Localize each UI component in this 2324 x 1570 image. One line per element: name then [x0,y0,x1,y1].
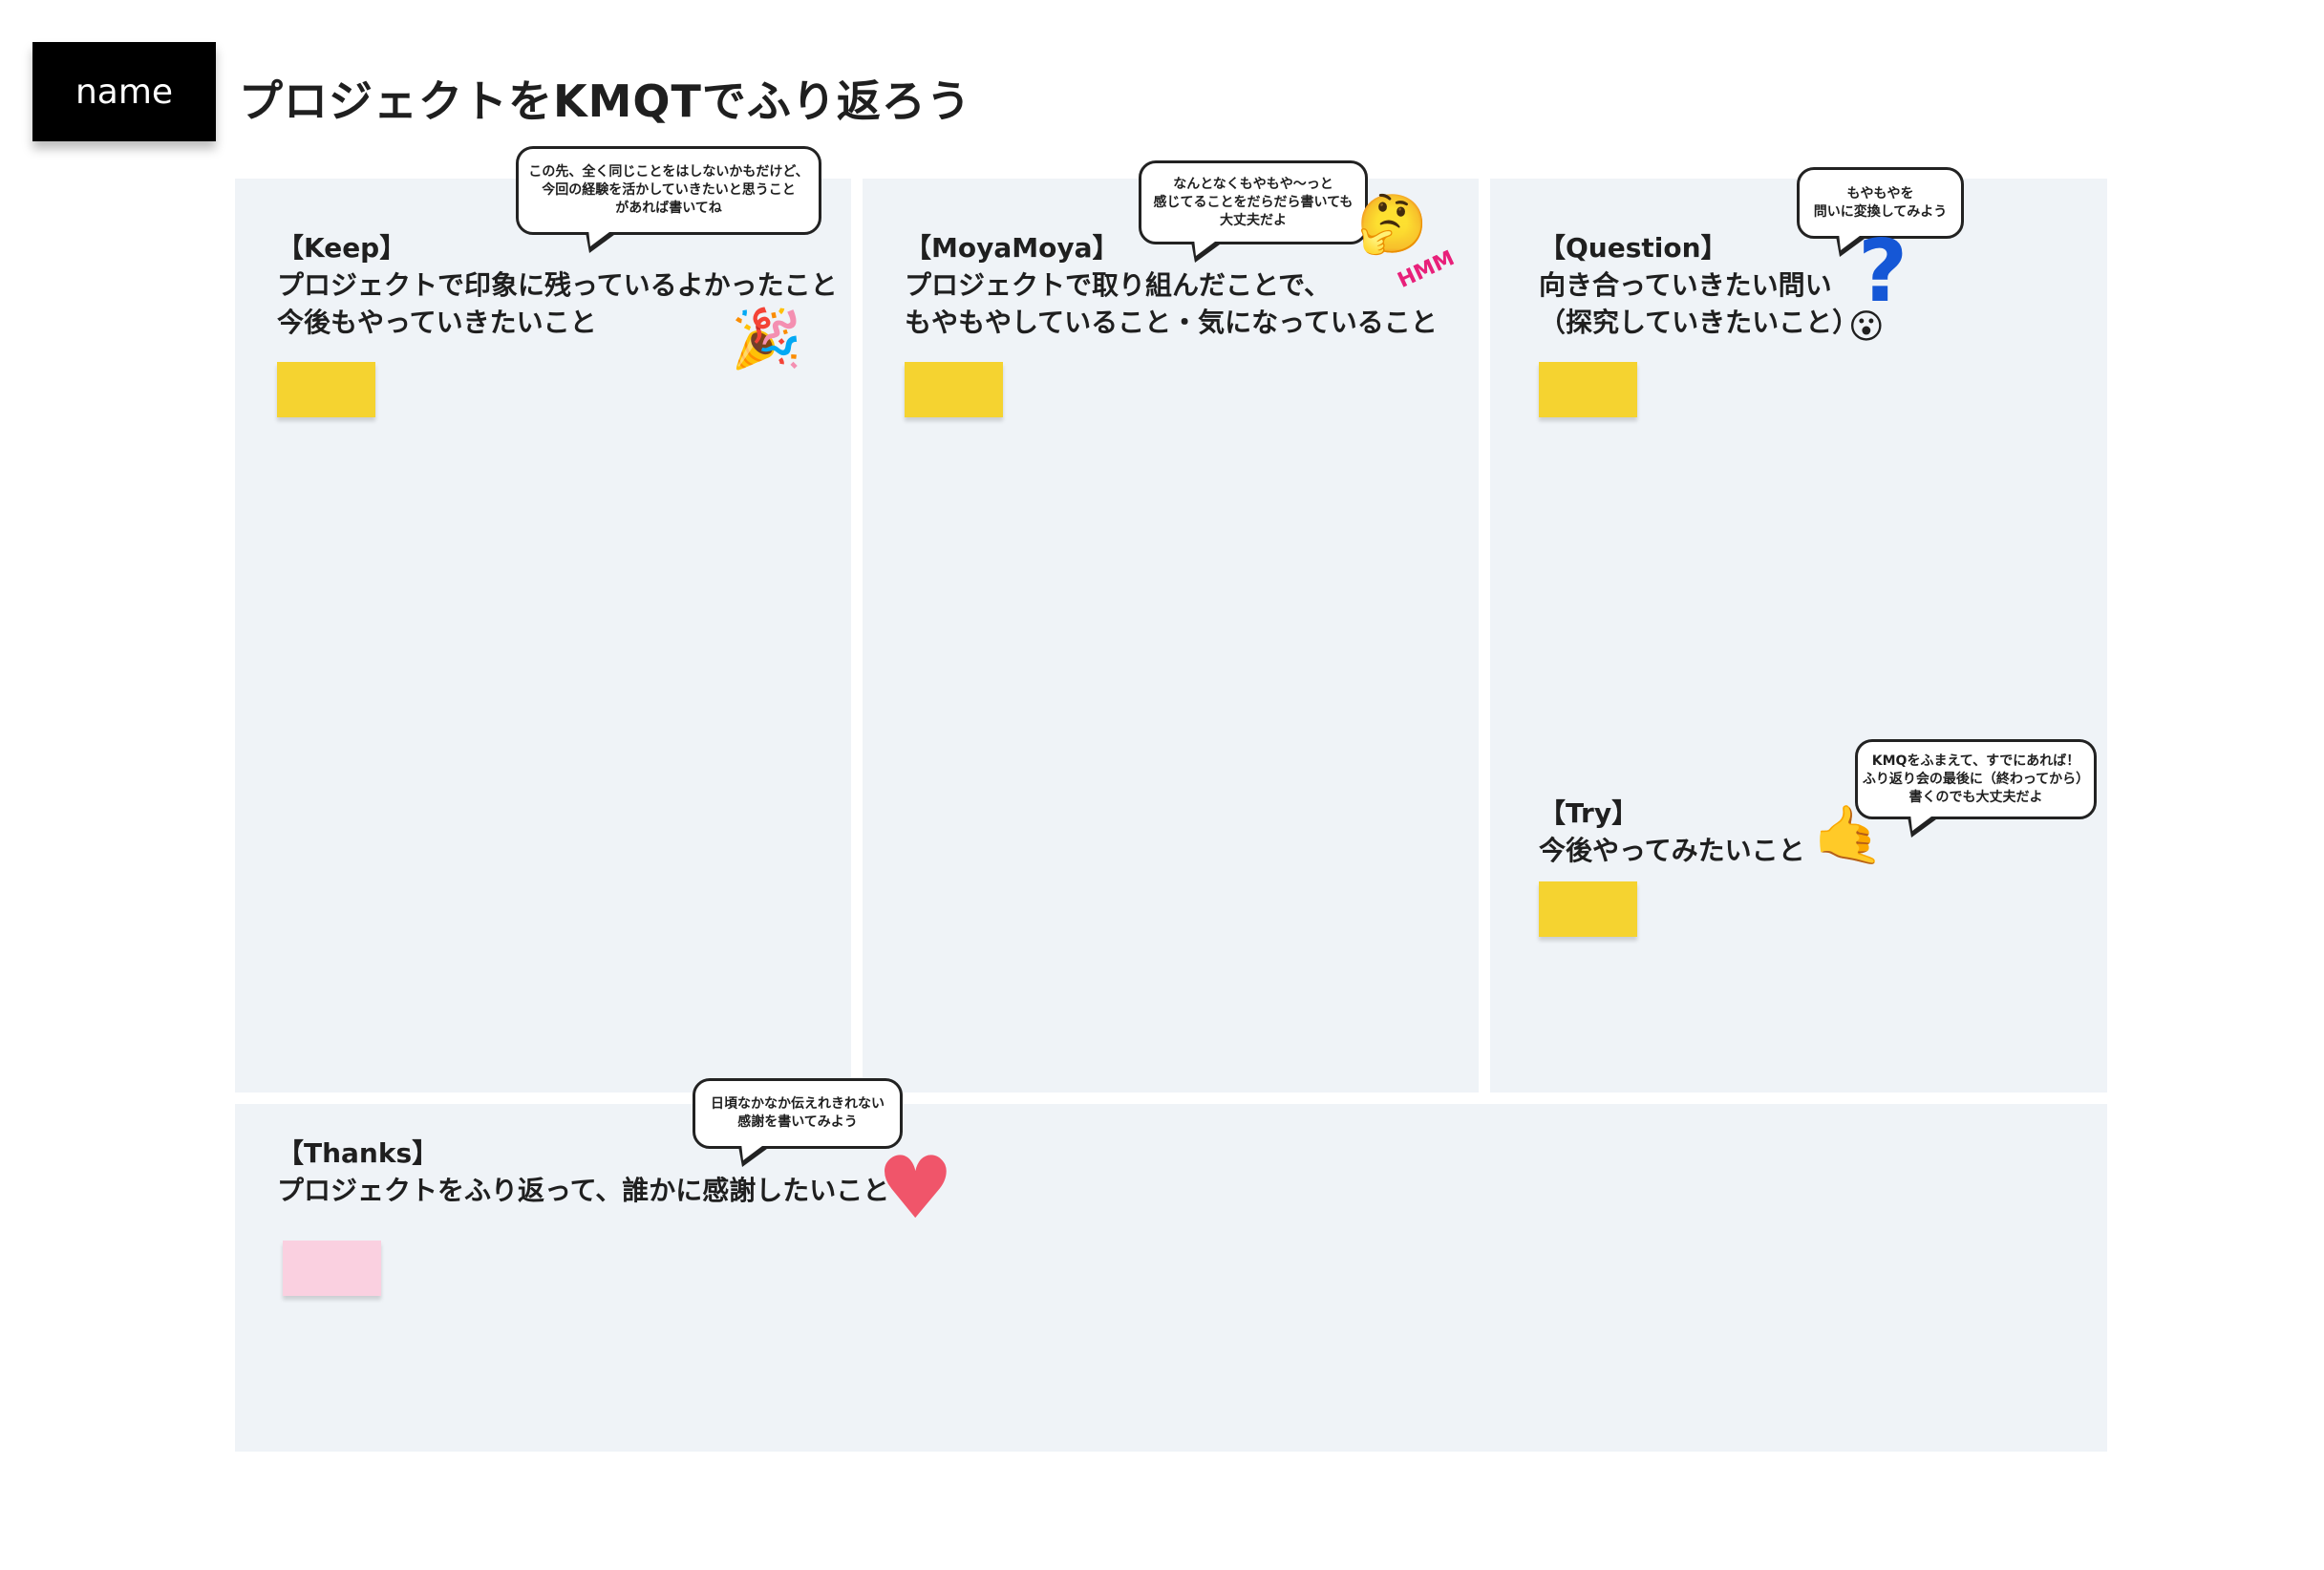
thinking-face-sticker-icon: 🤔 [1356,191,1428,258]
moyamoya-heading: 【MoyaMoya】プロジェクトで取り組んだことで、もやもやしていること・気にな… [905,232,1438,338]
name-label[interactable]: name [32,42,216,141]
question-try-panel[interactable] [1490,179,2107,1093]
sticky-note[interactable] [277,362,375,417]
try-heading: 【Try】今後やってみたいこと [1539,797,1805,866]
thanks-panel[interactable] [235,1104,2107,1452]
try-speech-bubble: KMQをふまえて、すでにあれば！ふり返り会の最後に（終わってから）書くのでも大丈… [1855,739,2097,838]
thanks-heading: 【Thanks】プロジェクトをふり返って、誰かに感謝したいこと [277,1137,890,1206]
question-heading: 【Question】向き合っていきたい問い（探究していきたいこと） [1539,232,1860,338]
sticky-note[interactable] [1539,881,1637,937]
keep-heading: 【Keep】プロジェクトで印象に残っているよかったこと今後もやっていきたいこと [277,232,838,338]
moyamoya-panel[interactable] [863,179,1479,1093]
sticky-note[interactable] [905,362,1003,417]
page-title: プロジェクトをKMQTでふり返ろう [239,75,971,127]
surprised-face-icon: 😮 [1848,308,1885,347]
question-speech-bubble: もやもやを問いに変換してみよう [1797,167,1964,257]
heart-sticker-icon: ♥ [877,1138,954,1239]
question-mark-sticker-icon: ? [1858,222,1908,322]
sticky-note[interactable] [283,1241,381,1296]
sticky-note[interactable] [1539,362,1637,417]
keep-panel[interactable] [235,179,851,1093]
thanks-speech-bubble: 日頃なかなか伝えれきれない感謝を書いてみよう [693,1078,903,1167]
celebration-sticker-icon: 🎉 [731,306,802,372]
hand-wave-sticker-icon: 🤙 [1813,802,1885,869]
moyamoya-speech-bubble: なんとなくもやもや〜っと感じてることをだらだら書いても大丈夫だよ [1139,160,1368,263]
keep-speech-bubble: この先、全く同じことをはしないかもだけど、今回の経験を活かしていきたいと思うこと… [516,146,821,253]
